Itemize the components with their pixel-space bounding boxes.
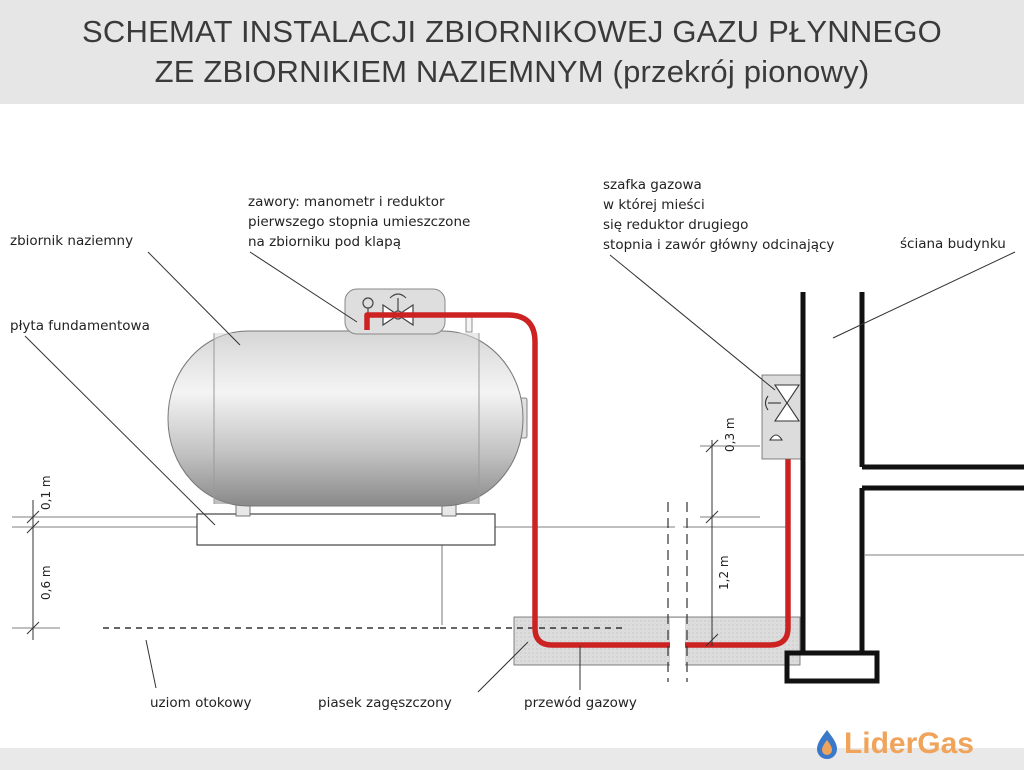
gas-cabinet [761, 374, 803, 460]
dim-0-3: 0,3 m [723, 417, 737, 452]
foundation-slab [196, 513, 496, 546]
footer-bar [0, 748, 1024, 770]
label-szafka-4: stopnia i zawór główny odcinający [603, 237, 834, 253]
title-line-1: SCHEMAT INSTALACJI ZBIORNIKOWEJ GAZU PŁY… [82, 14, 942, 49]
header-bar: SCHEMAT INSTALACJI ZBIORNIKOWEJ GAZU PŁY… [0, 0, 1024, 104]
above-ground-tank [167, 330, 528, 507]
dim-0-6: 0,6 m [39, 565, 53, 600]
building-wall [784, 292, 1024, 684]
label-sciana: ściana budynku [900, 236, 1006, 252]
dim-0-1: 0,1 m [39, 475, 53, 510]
dim-1-2: 1,2 m [717, 555, 731, 590]
label-zawory-3: na zbiorniku pod klapą [248, 234, 401, 250]
leader-lines [24, 251, 1016, 693]
lidergas-logo: LiderGas [816, 727, 974, 761]
label-szafka-1: szafka gazowa [603, 177, 702, 193]
gas-pipe [364, 312, 791, 648]
logo-text: LiderGas [843, 727, 974, 760]
label-szafka-2: w której mieści [603, 197, 705, 213]
label-plyta: płyta fundamentowa [10, 318, 150, 334]
label-zawory-2: pierwszego stopnia umieszczone [248, 214, 470, 230]
label-zbiornik: zbiornik naziemny [10, 233, 133, 249]
installation-diagram: zbiornik naziemny płyta fundamentowa zaw… [10, 177, 1024, 711]
flame-icon [816, 730, 837, 759]
label-uziom: uziom otokowy [150, 695, 252, 711]
valve-cover [344, 288, 473, 335]
label-zawory-1: zawory: manometr i reduktor [248, 194, 445, 210]
section-break [667, 502, 688, 682]
title-line-2: ZE ZBIORNIKIEM NAZIEMNYM (przekrój piono… [154, 54, 870, 89]
label-piasek: piasek zagęszczony [318, 695, 452, 711]
label-przewod: przewód gazowy [524, 695, 637, 711]
label-szafka-3: się reduktor drugiego [603, 217, 748, 233]
dimension-marks [26, 439, 719, 647]
reference-lines [12, 445, 1024, 641]
sand-bed [513, 616, 801, 666]
